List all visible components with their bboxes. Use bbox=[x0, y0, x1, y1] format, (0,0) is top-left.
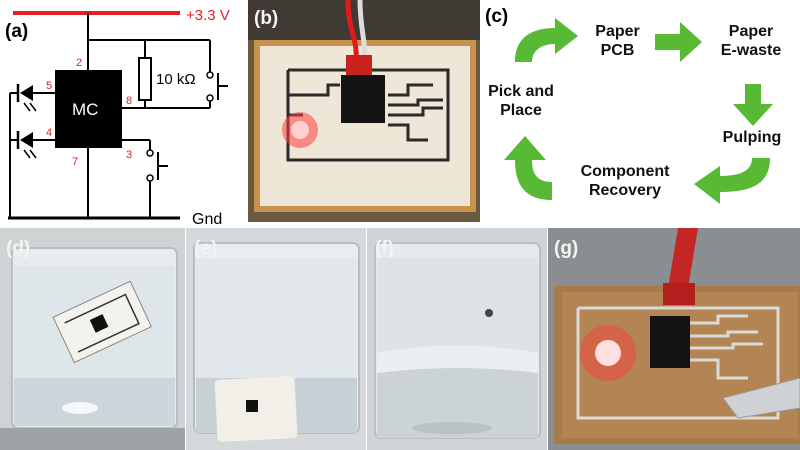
pin-label: 4 bbox=[46, 127, 52, 139]
panel-d-label: (d) bbox=[6, 238, 30, 259]
ic-chip bbox=[650, 316, 690, 368]
panel-c-label: (c) bbox=[485, 6, 509, 27]
beaker-photo: (d) bbox=[0, 228, 185, 450]
panel-a-circuit: (a) +3.3 V Gnd MC 10 kΩ 2 5 4 7 8 3 bbox=[0, 0, 245, 228]
cycle-arrow bbox=[694, 158, 770, 204]
panel-a-label: (a) bbox=[5, 21, 28, 42]
pin-label: 8 bbox=[126, 95, 132, 107]
paper-pcb-photo: (b) bbox=[248, 0, 480, 222]
panel-g-label: (g) bbox=[554, 238, 578, 259]
circuit-schematic: (a) +3.3 V Gnd MC 10 kΩ 2 5 4 7 8 3 bbox=[5, 7, 230, 228]
panel-b-label: (b) bbox=[254, 8, 278, 29]
cycle-arrow bbox=[733, 84, 773, 126]
pin-label: 2 bbox=[76, 57, 82, 69]
step-component-recovery: Component Recovery bbox=[580, 163, 670, 199]
panel-g-photo: (g) bbox=[548, 228, 800, 450]
panel-c-cycle: (c) Paper PCB Paper E-waste Pulping Comp… bbox=[480, 0, 800, 228]
chip-label: MC bbox=[72, 100, 98, 119]
panel-b-photo: (b) bbox=[248, 0, 480, 222]
resistor-label: 10 kΩ bbox=[156, 71, 196, 88]
panel-e-label: (e) bbox=[194, 238, 217, 259]
recycled-pcb-photo: (g) bbox=[548, 228, 800, 450]
step-pulping: Pulping bbox=[722, 129, 782, 146]
ground-label: Gnd bbox=[192, 211, 222, 228]
supply-voltage-label: +3.3 V bbox=[186, 7, 230, 24]
cycle-arrow bbox=[515, 18, 578, 62]
step-paper-ewaste: Paper E-waste bbox=[720, 23, 782, 59]
ic-chip bbox=[341, 75, 385, 123]
cycle-arrow bbox=[504, 136, 552, 200]
panel-e-photo: (e) bbox=[186, 228, 366, 450]
pin-label: 7 bbox=[72, 156, 78, 168]
pin-label: 3 bbox=[126, 149, 132, 161]
beaker-photo: (e) bbox=[186, 228, 366, 450]
step-pick-and-place: Pick and Place bbox=[488, 83, 554, 119]
panel-f-photo: (f) bbox=[367, 228, 547, 450]
panel-f-label: (f) bbox=[375, 238, 394, 259]
cycle-arrows bbox=[504, 18, 773, 204]
beaker-photo: (f) bbox=[367, 228, 547, 450]
panel-d-photo: (d) bbox=[0, 228, 185, 450]
cycle-arrow bbox=[655, 22, 702, 62]
step-paper-pcb: Paper PCB bbox=[595, 23, 640, 59]
pin-label: 5 bbox=[46, 80, 52, 92]
